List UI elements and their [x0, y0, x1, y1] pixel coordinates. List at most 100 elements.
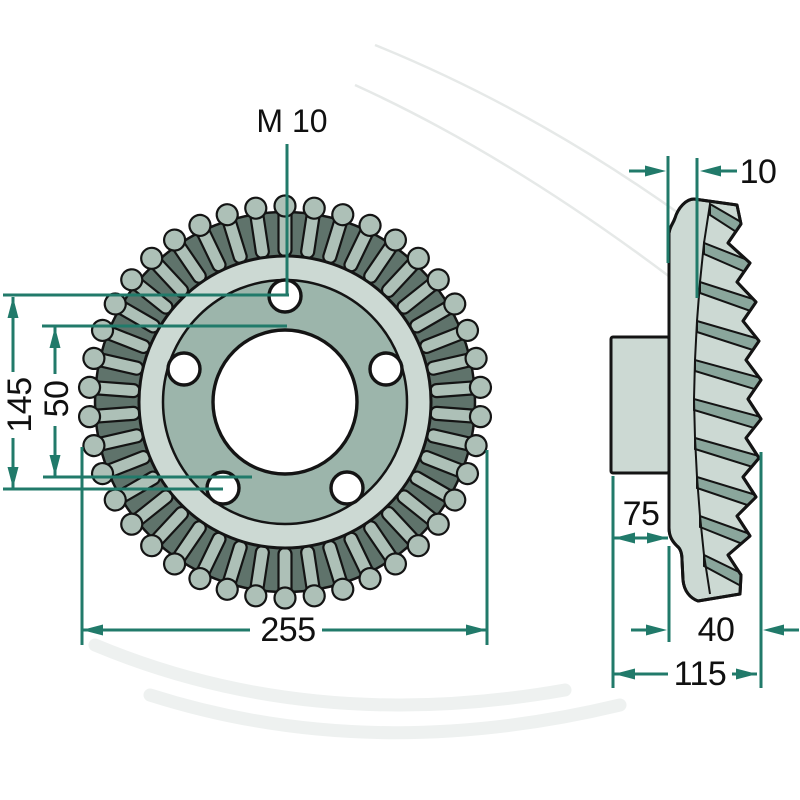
tooth-lobe [273, 194, 297, 218]
tooth-lobe [140, 534, 164, 558]
thread-callout-label: M 10 [256, 103, 327, 139]
tooth-lobe [464, 434, 488, 458]
gear-tooth [419, 449, 480, 486]
gear-tooth [188, 213, 227, 273]
dimension-50-label: 50 [38, 381, 76, 418]
teeth-base-line [692, 203, 711, 595]
gear-tooth [396, 489, 450, 536]
arrowhead-right [645, 165, 666, 177]
gear-tooth [103, 470, 161, 512]
tooth-lobe [383, 552, 408, 576]
gear-tooth [429, 405, 493, 429]
tooth-lobe [273, 586, 297, 610]
watermark-streak [354, 83, 701, 301]
arrowhead-up [7, 297, 19, 318]
gear-tooth [82, 428, 145, 458]
gear-tooth [409, 292, 467, 334]
gear-tooth [90, 449, 151, 486]
watermark-arc [143, 688, 627, 740]
gear-tooth [396, 268, 450, 315]
dimension-145-label: 145 [1, 377, 39, 432]
side-view [609, 197, 763, 603]
tooth-lobe [383, 228, 408, 252]
gear-tooth [77, 405, 141, 429]
tooth-lobe [140, 246, 164, 270]
tooth-lobe [406, 534, 430, 558]
gear-tooth [273, 194, 297, 258]
tooth-lobe [358, 566, 382, 591]
gear-tooth [363, 520, 408, 576]
dimension-115-label: 115 [674, 655, 727, 693]
gear-tooth [140, 505, 190, 558]
gear-tooth [429, 375, 493, 399]
arrowhead-right [736, 668, 757, 680]
tooth-lobe [468, 375, 493, 399]
arrowhead-down [49, 455, 61, 476]
tooth-lobe [82, 434, 106, 458]
arrowhead-left [700, 165, 721, 177]
tooth-lobe [464, 346, 488, 370]
dimension-10-label: 10 [740, 153, 777, 191]
tooth-lobe [82, 346, 106, 370]
side-dimensions: 10 75 40 115 [611, 153, 799, 693]
tooth-lobe [302, 584, 326, 608]
tooth-lobe [468, 405, 493, 429]
tooth-lobe [120, 512, 144, 536]
gear-tooth [244, 196, 270, 259]
hub-block [609, 335, 671, 475]
bolt-hole-upper-left [166, 351, 202, 387]
arrowhead-right [647, 532, 668, 544]
front-dimensions: 145 50 255 M 10 [1, 103, 489, 649]
tooth-lobe [302, 196, 326, 220]
side-gear-outline [667, 197, 763, 603]
tooth-lobe [120, 268, 144, 292]
arrowhead-up [49, 327, 61, 348]
gear-tooth [188, 531, 227, 591]
front-view [77, 194, 493, 610]
tooth-lobe [358, 213, 382, 238]
tooth-lobe [426, 512, 450, 536]
center-bore-hole [211, 328, 359, 476]
dimension-75-label: 75 [623, 495, 660, 533]
gear-tooth [162, 520, 207, 576]
gear-tooth [363, 228, 408, 284]
arrowhead-left [763, 624, 784, 636]
dimension-255-label: 255 [260, 611, 315, 649]
dimension-40-label: 40 [698, 611, 735, 649]
tooth-lobe [406, 246, 430, 270]
arrowhead-right [646, 624, 667, 636]
gear-tooth [343, 213, 382, 273]
tooth-lobe [331, 203, 355, 227]
arrowhead-left [614, 668, 635, 680]
tooth-lobe [455, 318, 480, 342]
tooth-lobe [331, 577, 355, 601]
tooth-lobe [426, 268, 450, 292]
bolt-hole-lower-right [329, 470, 365, 506]
gear-tooth [419, 318, 480, 355]
gear-tooth [300, 196, 326, 259]
gear-tooth [380, 246, 430, 299]
gear-tooth [322, 539, 355, 601]
tooth-lobe [215, 577, 239, 601]
tooth-lobe [77, 375, 102, 399]
bolt-hole-upper-right [368, 351, 404, 387]
tooth-lobe [215, 203, 239, 227]
gear-tooth [273, 546, 297, 610]
tooth-lobe [162, 552, 187, 576]
watermark-arc [88, 638, 572, 712]
tooth-lobe [443, 488, 467, 512]
gear-tooth [322, 203, 355, 265]
gear-tooth [244, 545, 270, 608]
tooth-lobe [103, 488, 127, 512]
tooth-lobe [188, 566, 212, 591]
tooth-lobe [244, 584, 268, 608]
gear-tooth [120, 489, 174, 536]
tooth-lobe [455, 462, 480, 486]
tooth-lobe [77, 405, 102, 429]
gear-teeth-ring [77, 194, 493, 610]
arrowhead-right [466, 624, 487, 636]
tooth-lobe [162, 228, 187, 252]
tooth-lobe [244, 196, 268, 220]
